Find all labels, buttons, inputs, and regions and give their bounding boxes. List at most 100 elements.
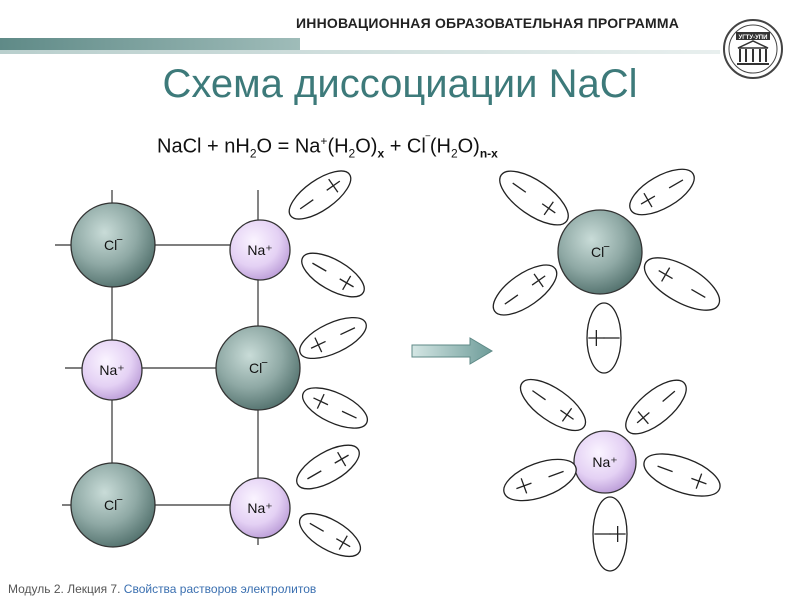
water-ellipse (302, 387, 368, 429)
minus-sign (312, 262, 327, 272)
water-molecule (643, 257, 721, 311)
ion-label: Na⁺ (247, 500, 272, 516)
water-ellipse (519, 378, 587, 432)
water-molecule (302, 387, 368, 429)
minus-sign (691, 288, 706, 299)
university-logo: УГТУ-УПИ (723, 19, 783, 79)
water-ellipse (499, 170, 569, 226)
program-title: ИННОВАЦИОННАЯ ОБРАЗОВАТЕЛЬНАЯ ПРОГРАММА (296, 15, 680, 31)
water-molecule (625, 379, 687, 435)
sodium-ion: Na⁺ (81, 339, 143, 401)
water-molecule (629, 168, 695, 216)
minus-sign (307, 470, 322, 480)
ion-label: Cl‾ (104, 497, 123, 513)
eq-sub: 2 (348, 146, 356, 161)
eq-part: O) (355, 135, 378, 158)
minus-sign (662, 390, 676, 402)
water-ellipse (301, 252, 365, 298)
water-ellipse (643, 257, 721, 311)
water-molecule (499, 170, 569, 226)
plus-sign (337, 451, 347, 467)
plus-sign (643, 192, 653, 208)
minus-sign (512, 182, 527, 193)
plus-sign (316, 393, 325, 409)
water-ellipse (625, 379, 687, 435)
footer-module: Модуль 2. Лекция 7. (8, 582, 121, 596)
eq-part: O) (457, 135, 480, 158)
water-molecule (298, 512, 362, 558)
plus-sign (342, 275, 352, 291)
ion-label: Na⁺ (99, 362, 124, 378)
reaction-arrow (411, 337, 493, 365)
ion-label: Cl‾ (104, 237, 123, 253)
eq-sup: + (320, 134, 328, 148)
plus-sign (520, 478, 528, 494)
ion-sphere (215, 325, 301, 411)
water-molecule (288, 170, 352, 220)
ion-label: Cl‾ (591, 244, 610, 260)
ions-layer: Cl‾ Na⁺ Na⁺ Cl‾ Cl‾ Na⁺ Cl‾ Na⁺ (70, 202, 643, 548)
water-ellipse (296, 444, 360, 490)
water-molecule (586, 302, 622, 374)
eq-part: (H (327, 135, 349, 158)
plus-sign (328, 178, 339, 193)
water-ellipse (643, 453, 721, 497)
eq-part: + Cl (384, 135, 426, 158)
eq-sub: 2 (249, 146, 257, 161)
sodium-ion: Na⁺ (229, 219, 291, 281)
plus-sign (543, 201, 554, 216)
minus-sign (309, 522, 325, 532)
minus-sign (341, 410, 357, 419)
ion-sphere (557, 209, 643, 295)
ion-sphere (229, 477, 291, 539)
header-stripe-light (0, 50, 720, 54)
eq-sub: 2 (450, 146, 458, 161)
ion-sphere (229, 219, 291, 281)
minus-sign (548, 470, 564, 478)
water-molecule (299, 316, 367, 360)
eq-sub: n-x (479, 146, 498, 161)
footer-topic-link[interactable]: Свойства растворов электролитов (123, 582, 317, 596)
ion-label: Na⁺ (247, 242, 272, 258)
minus-sign (657, 465, 673, 473)
eq-part: NaCl + nH (157, 135, 250, 158)
water-ellipse (629, 168, 695, 216)
sodium-ion: Na⁺ (229, 477, 291, 539)
header-stripe-dark (0, 38, 300, 50)
logo-text: УГТУ-УПИ (739, 35, 768, 41)
footer: Модуль 2. Лекция 7. Свойства растворов э… (8, 582, 316, 596)
ion-label: Na⁺ (592, 454, 617, 470)
header-band (0, 8, 720, 54)
slide-title: Схема диссоциации NaCl (162, 62, 638, 106)
ion-label: Cl‾ (249, 360, 268, 376)
water-ellipse (288, 170, 352, 220)
chloride-ion: Cl‾ (557, 209, 643, 295)
plus-sign (314, 337, 323, 353)
minus-sign (532, 390, 546, 401)
plus-sign (561, 407, 573, 422)
eq-part: O = Na (256, 135, 321, 158)
minus-sign (299, 199, 314, 210)
dissociation-equation: NaCl + nH2O = Na+(H2O)x + Cl‾(H2O)n-x (157, 134, 498, 161)
plus-sign (661, 267, 671, 282)
water-molecule (492, 264, 558, 316)
water-molecule (301, 252, 365, 298)
chloride-ion: Cl‾ (70, 202, 156, 288)
water-ellipse (298, 512, 362, 558)
minus-sign (668, 179, 684, 189)
water-molecule (643, 453, 721, 497)
ion-sphere (81, 339, 143, 401)
plus-sign (695, 473, 703, 489)
chloride-ion: Cl‾ (70, 462, 156, 548)
water-molecules-layer (288, 168, 721, 572)
plus-sign (637, 411, 649, 425)
water-molecule (503, 458, 577, 502)
water-ellipse (299, 316, 367, 360)
water-molecule (519, 378, 587, 432)
ion-sphere (70, 462, 156, 548)
plus-sign (338, 535, 348, 550)
ion-sphere (573, 430, 637, 494)
chloride-ion: Cl‾ (215, 325, 301, 411)
water-ellipse (492, 264, 558, 316)
